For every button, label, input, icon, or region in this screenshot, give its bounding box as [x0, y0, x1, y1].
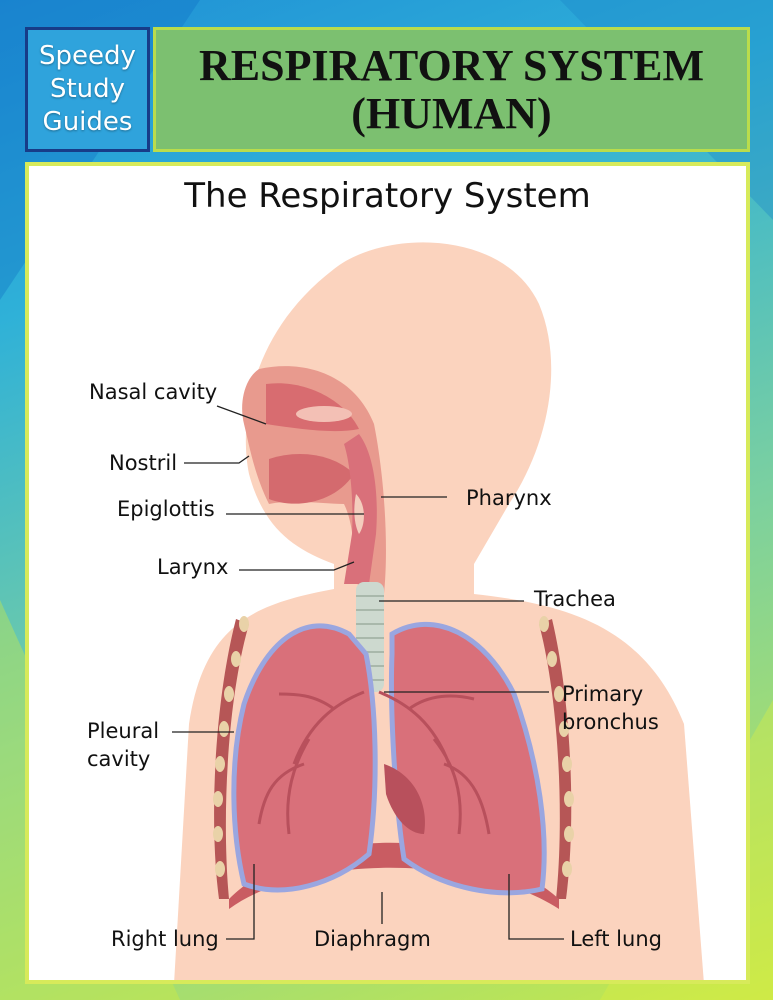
- label-pharynx: Pharynx: [466, 486, 552, 510]
- label-pleural-cavity-line-1: Pleural: [87, 719, 160, 743]
- label-left-lung: Left lung: [570, 927, 662, 951]
- label-larynx: Larynx: [157, 555, 229, 579]
- label-trachea: Trachea: [534, 587, 616, 611]
- heart-notch: [384, 764, 425, 834]
- leader-lines: [172, 405, 564, 940]
- diagram-title: The Respiratory System: [184, 176, 591, 216]
- respiratory-diagram: [172, 242, 704, 980]
- label-right-lung: Right lung: [111, 927, 219, 951]
- brand-logo: Speedy Study Guides: [25, 27, 150, 152]
- brand-line-3: Guides: [42, 107, 133, 137]
- diagram-panel: The Respiratory System: [25, 162, 750, 984]
- label-diaphragm: Diaphragm: [314, 927, 431, 951]
- label-primary-bronchus-line-1: Primary: [562, 682, 644, 706]
- lungs: [231, 621, 547, 896]
- bronchi: [257, 690, 491, 835]
- label-nasal-cavity: Nasal cavity: [89, 380, 218, 404]
- label-primary-bronchus-line-2: bronchus: [562, 710, 659, 734]
- label-nostril: Nostril: [109, 451, 178, 475]
- brand-line-1: Speedy: [39, 41, 136, 71]
- brand-line-2: Study: [49, 74, 126, 104]
- header-title-line-1: RESPIRATORY SYSTEM: [199, 40, 704, 90]
- header-title-line-2: (HUMAN): [351, 88, 552, 138]
- chest-wall: [213, 616, 574, 899]
- right-lung-shape: [231, 623, 378, 893]
- label-pleural-cavity-line-2: cavity: [87, 747, 151, 771]
- page-header: RESPIRATORY SYSTEM (HUMAN): [153, 27, 750, 152]
- head-internals: [242, 366, 386, 594]
- label-epiglottis: Epiglottis: [117, 497, 215, 521]
